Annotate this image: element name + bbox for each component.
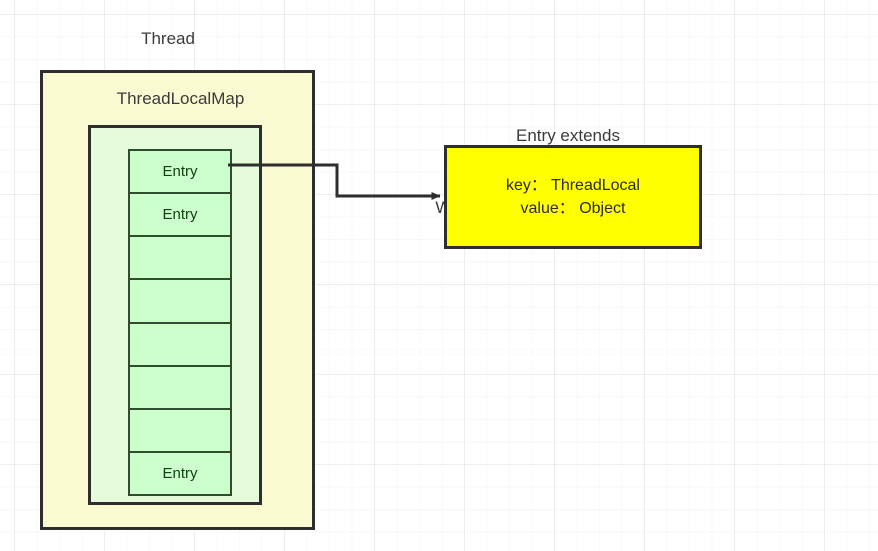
- entry-cell[interactable]: [128, 278, 232, 324]
- entry-value-field: value： Object: [520, 200, 626, 217]
- entry-cell[interactable]: [128, 321, 232, 367]
- thread-box: ThreadLocalMap Entry Entry Entry: [40, 70, 315, 530]
- entry-key-field: key： ThreadLocal: [505, 177, 640, 194]
- entry-cell[interactable]: [128, 235, 232, 281]
- entry-cell[interactable]: Entry: [128, 450, 232, 496]
- threadlocalmap-label: ThreadLocalMap: [116, 89, 245, 108]
- entry-cell[interactable]: Entry: [128, 192, 232, 238]
- entry-cell[interactable]: [128, 364, 232, 410]
- entry-cell[interactable]: [128, 407, 232, 453]
- entry-detail-box: key： ThreadLocal value： Object: [444, 145, 702, 249]
- entry-class-signature-line-1: Entry extends: [516, 126, 620, 145]
- entry-cell[interactable]: Entry: [128, 149, 232, 195]
- entry-table: Entry Entry Entry: [128, 149, 232, 496]
- threadlocalmap-box: Entry Entry Entry: [88, 125, 262, 505]
- thread-label: Thread: [141, 29, 195, 48]
